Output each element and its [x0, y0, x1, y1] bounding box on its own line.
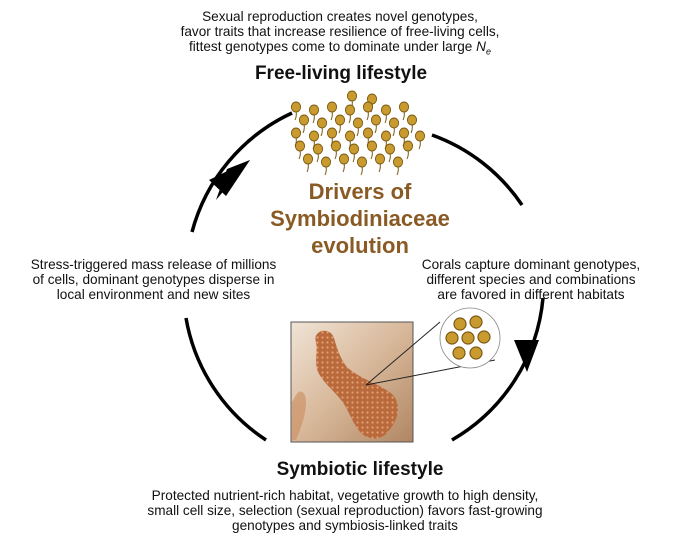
- bottom-line-3: genotypes and symbiosis-linked traits: [232, 518, 458, 533]
- left-line-3: local environment and new sites: [56, 287, 251, 302]
- top-line-2: favor traits that increase resilience of…: [180, 24, 500, 39]
- free-living-cell: [362, 101, 374, 121]
- center-title: Drivers of Symbiodiniaceae evolution: [240, 178, 480, 259]
- free-living-cell: [384, 143, 396, 163]
- free-living-cell: [308, 104, 320, 124]
- cycle-arrow-icon: [209, 160, 250, 196]
- free-living-cell: [344, 104, 356, 124]
- free-living-cell: [352, 117, 364, 137]
- free-living-cell: [362, 127, 374, 147]
- top-description: Sexual reproduction creates novel genoty…: [150, 9, 530, 60]
- cycle-arc-top-right: [431, 133, 524, 206]
- free-living-cell: [320, 156, 332, 176]
- free-living-cell: [338, 153, 350, 173]
- center-title-line-3: evolution: [311, 233, 409, 258]
- left-description: Stress-triggered mass release of million…: [6, 257, 301, 302]
- free-living-cell: [406, 114, 418, 134]
- free-living-cell: [330, 140, 342, 160]
- cycle-arc-top-left: [190, 111, 293, 233]
- symbiont-cells-icon: [439, 307, 501, 369]
- right-line-3: are favored in different habitats: [437, 287, 625, 302]
- right-description: Corals capture dominant genotypes, diffe…: [386, 257, 676, 302]
- left-line-1: Stress-triggered mass release of million…: [30, 257, 277, 272]
- top-line-1: Sexual reproduction creates novel genoty…: [202, 9, 478, 24]
- symbiotic-heading: Symbiotic lifestyle: [276, 459, 444, 480]
- cycle-arc-left-lower: [184, 317, 267, 442]
- center-title-line-2: Symbiodiniaceae: [270, 206, 450, 231]
- free-living-cell: [346, 90, 358, 110]
- free-living-cell: [414, 130, 426, 150]
- free-living-cell: [402, 140, 414, 160]
- free-living-cell: [380, 130, 392, 150]
- bottom-description: Protected nutrient-rich habitat, vegetat…: [110, 488, 580, 533]
- cycle-arc-right-lower: [451, 297, 545, 442]
- free-living-cell: [374, 153, 386, 173]
- free-living-cell: [392, 156, 404, 176]
- free-living-cell: [344, 130, 356, 150]
- free-living-cell: [370, 114, 382, 134]
- free-living-cell: [294, 140, 306, 160]
- free-living-cell: [334, 114, 346, 134]
- free-living-cell: [326, 101, 338, 121]
- free-living-cell: [298, 114, 310, 134]
- left-line-2: of cells, dominant genotypes disperse in: [32, 272, 275, 287]
- free-living-cell: [312, 143, 324, 163]
- free-living-cell: [380, 104, 392, 124]
- bottom-line-2: small cell size, selection (sexual repro…: [147, 503, 543, 518]
- free-living-cell: [388, 117, 400, 137]
- free-living-cell: [302, 153, 314, 173]
- coral-photo: [290, 321, 414, 443]
- center-title-line-1: Drivers of: [308, 179, 412, 204]
- free-living-cell: [366, 140, 378, 160]
- free-living-cell: [316, 117, 328, 137]
- free-living-cell: [290, 101, 302, 121]
- right-line-2: different species and combinations: [426, 272, 636, 287]
- right-line-1: Corals capture dominant genotypes,: [421, 257, 641, 272]
- free-living-heading: Free-living lifestyle: [254, 63, 428, 84]
- bottom-line-1: Protected nutrient-rich habitat, vegetat…: [151, 488, 539, 503]
- free-living-cell: [398, 101, 410, 121]
- zoom-line: [365, 321, 441, 386]
- cycle-arrow-icon: [514, 340, 539, 372]
- free-living-cells-icon: [290, 90, 426, 176]
- free-living-cell: [348, 143, 360, 163]
- top-line-3: fittest genotypes come to dominate under…: [189, 39, 491, 57]
- free-living-cell: [356, 156, 368, 176]
